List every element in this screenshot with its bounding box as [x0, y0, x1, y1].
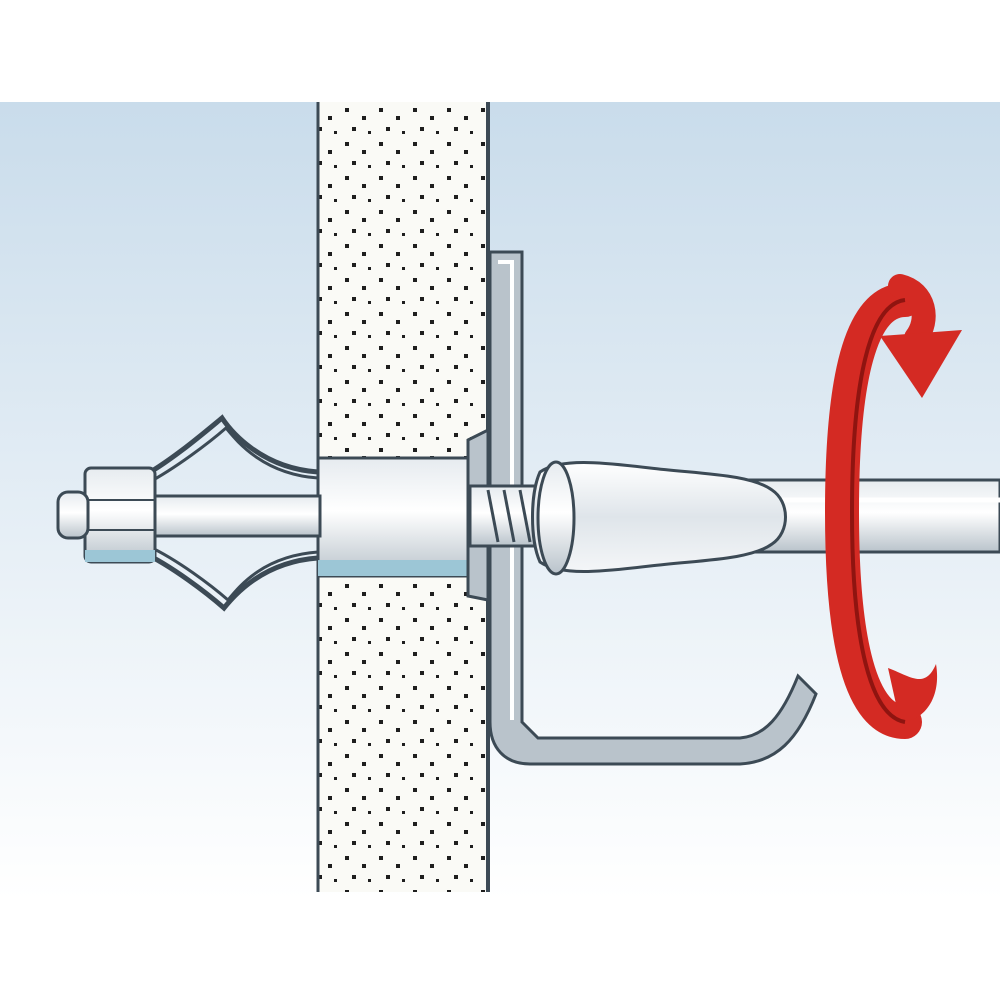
anchor-sleeve	[316, 427, 490, 602]
bracket-hook	[488, 250, 818, 766]
anchor-body-inner	[148, 494, 322, 538]
screwdriver	[531, 460, 1000, 576]
rotation-arrow-icon	[824, 274, 962, 739]
anchor-nut	[56, 466, 157, 564]
